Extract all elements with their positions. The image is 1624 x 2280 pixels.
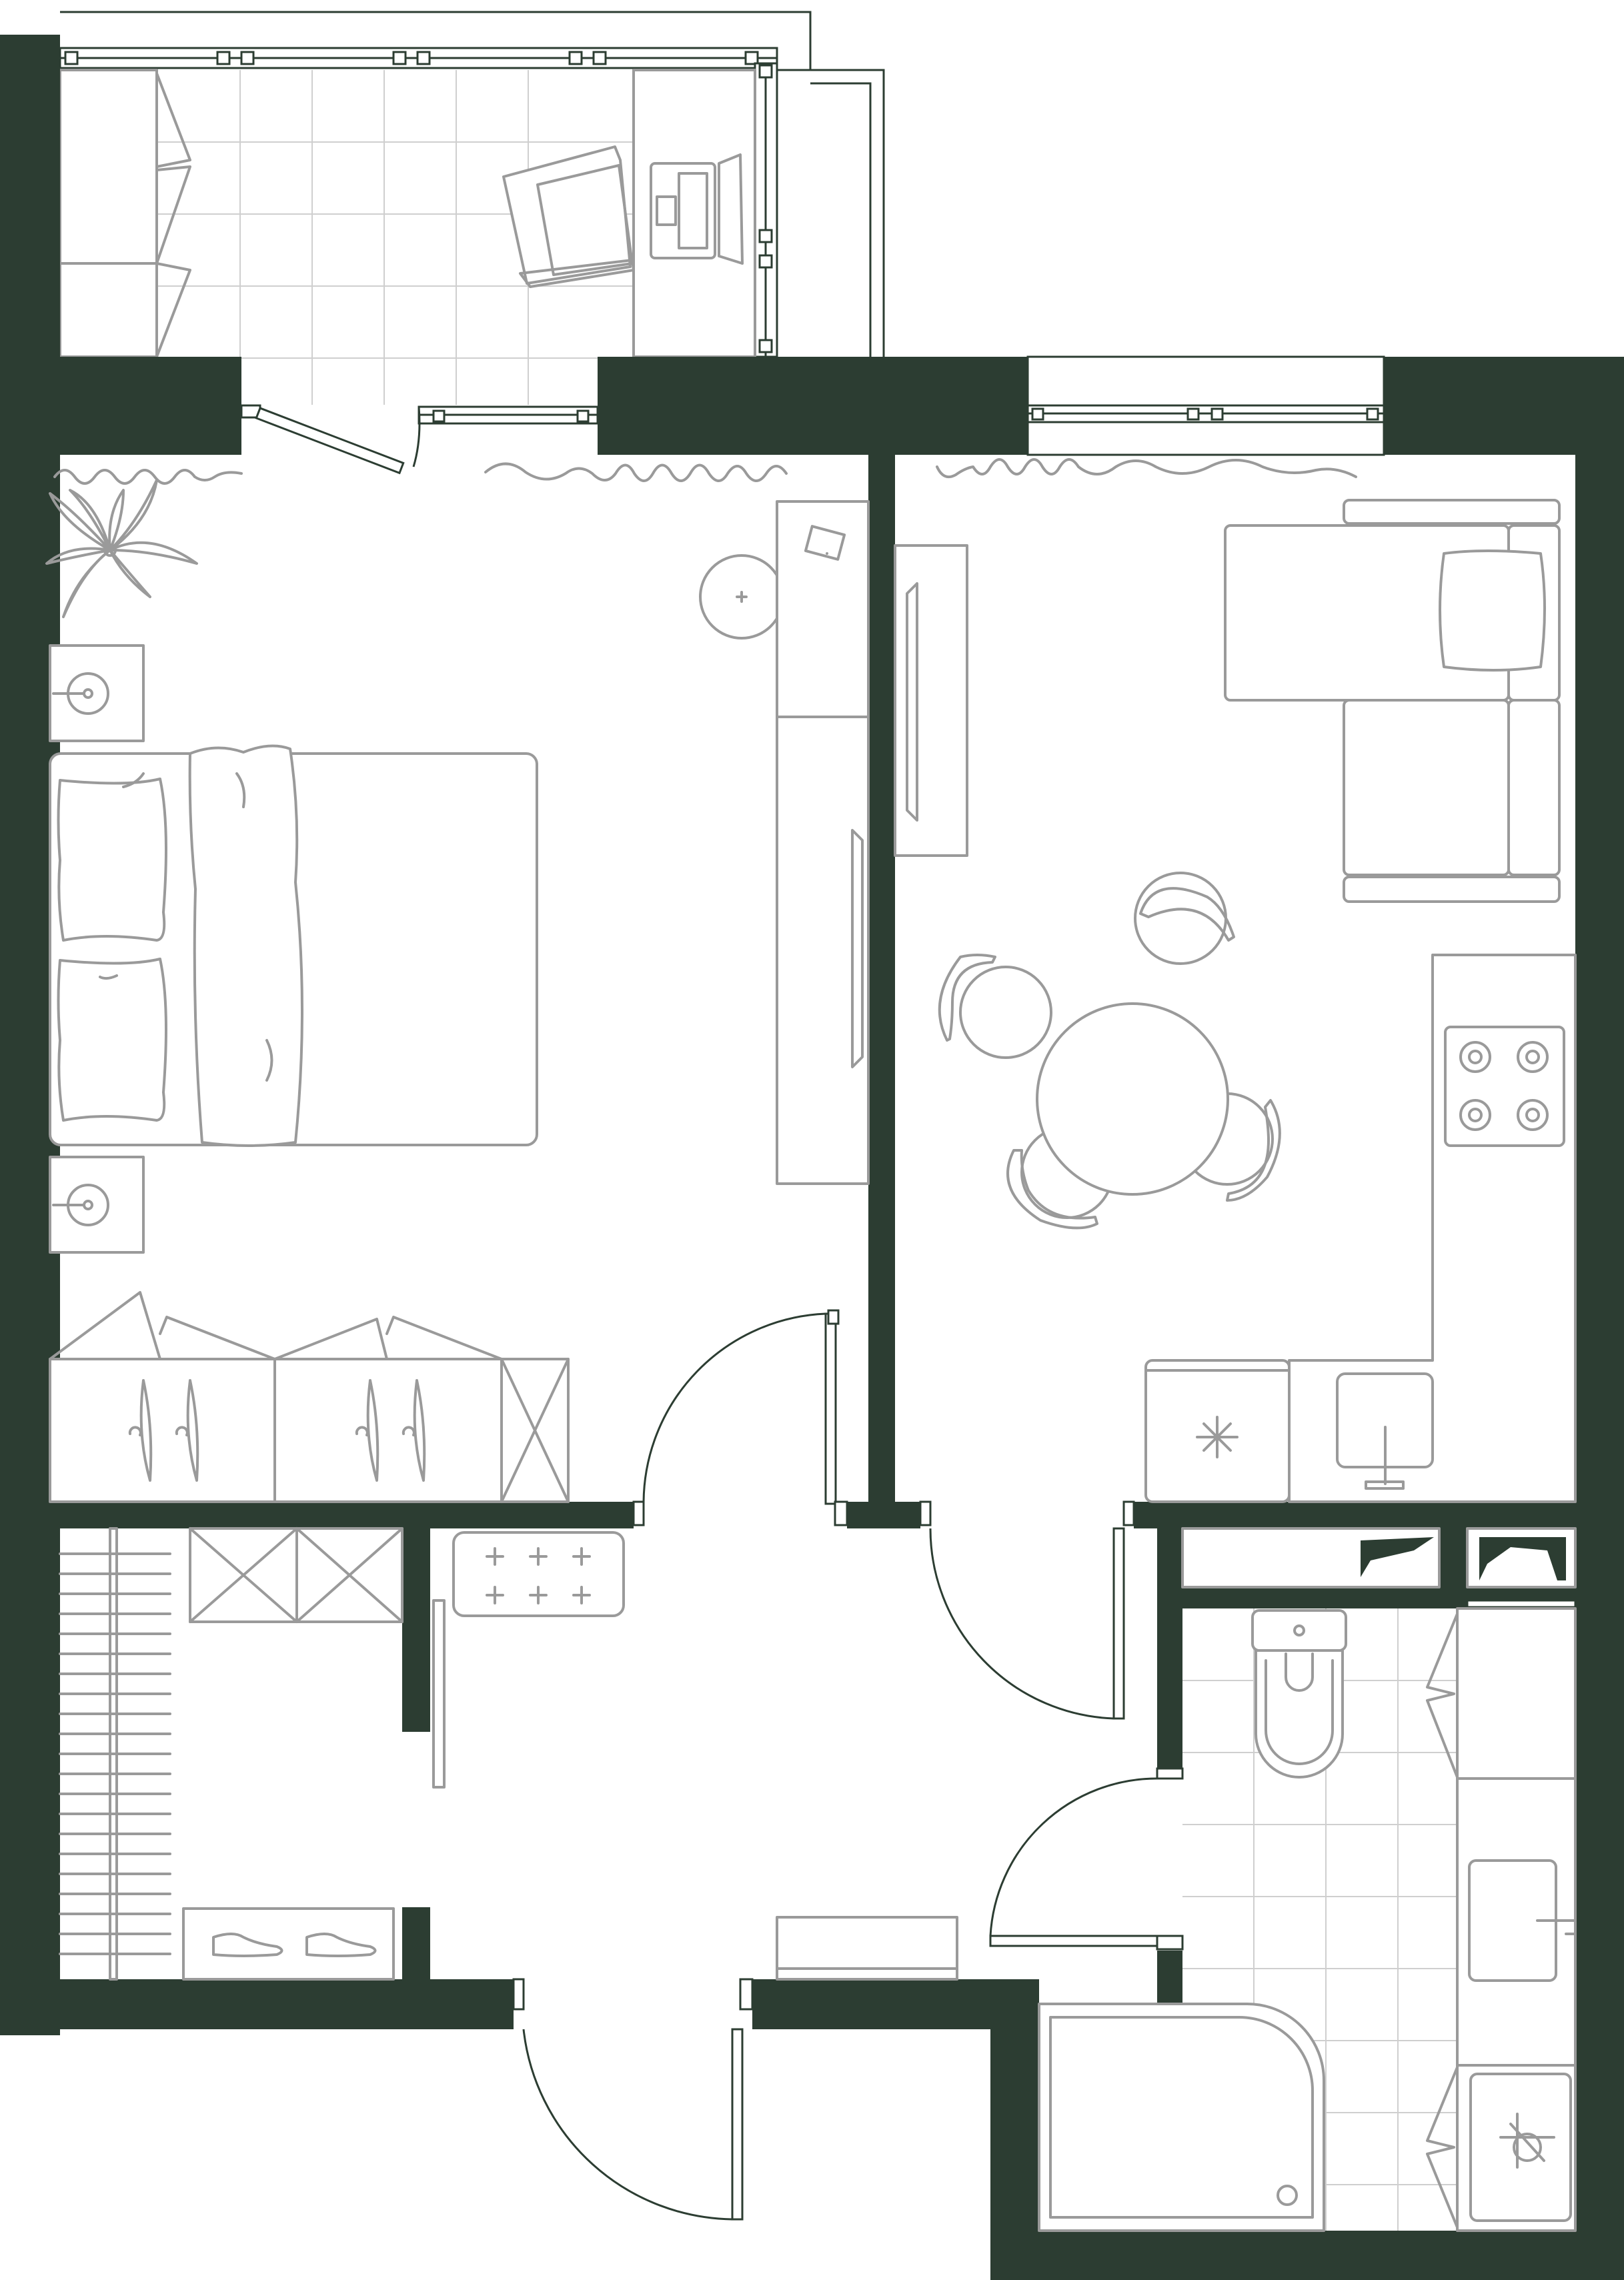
armchair — [502, 145, 635, 288]
shoe-rack — [182, 1907, 395, 1981]
kitchen-living — [894, 499, 1577, 1503]
nightstand — [49, 1156, 145, 1254]
bedroom — [45, 479, 870, 1503]
kitchen-window — [1026, 355, 1385, 456]
shoe-icon — [212, 1933, 377, 1957]
toilet-icon — [1251, 1609, 1347, 1779]
bedroom-window — [418, 405, 599, 425]
wardrobe — [49, 1291, 570, 1503]
bedroom-door[interactable] — [632, 1312, 848, 1526]
kitchen-door[interactable] — [919, 1500, 1135, 1720]
tv-panel — [894, 544, 968, 857]
utility-closet — [1181, 1527, 1577, 1608]
bathroom-cabinet — [1426, 1607, 1577, 1780]
shower-tray — [1038, 2003, 1325, 2232]
balcony-door[interactable] — [240, 404, 421, 475]
bench — [452, 1531, 625, 1617]
bathroom — [1038, 1607, 1577, 2232]
double-bed — [49, 744, 538, 1147]
coat-rack — [59, 1527, 171, 1981]
cooktop-icon — [1459, 1041, 1549, 1131]
nightstand — [49, 644, 145, 742]
wash-basin — [1456, 1777, 1577, 2067]
fridge — [1144, 1359, 1291, 1503]
loggia-window-top — [59, 47, 778, 69]
entrance-door[interactable] — [512, 1978, 754, 2221]
round-dining-table — [938, 872, 1281, 1230]
plant-icon — [45, 479, 198, 618]
sink-icon — [1336, 1372, 1434, 1490]
walls — [0, 35, 1624, 2280]
loggia-shelving — [59, 69, 191, 358]
loggia — [59, 11, 885, 405]
loggia-window-right — [754, 62, 778, 358]
washing-machine — [1426, 2064, 1577, 2232]
kitchen-counter — [1144, 954, 1577, 1503]
storage — [189, 1527, 403, 1623]
round-side-table — [699, 554, 784, 640]
desk — [632, 69, 756, 358]
tv-stand — [776, 500, 870, 1185]
bathroom-door[interactable] — [989, 1767, 1184, 1951]
curtains — [53, 458, 1357, 485]
hallway — [59, 1527, 958, 1981]
corner-sofa — [1224, 499, 1561, 903]
